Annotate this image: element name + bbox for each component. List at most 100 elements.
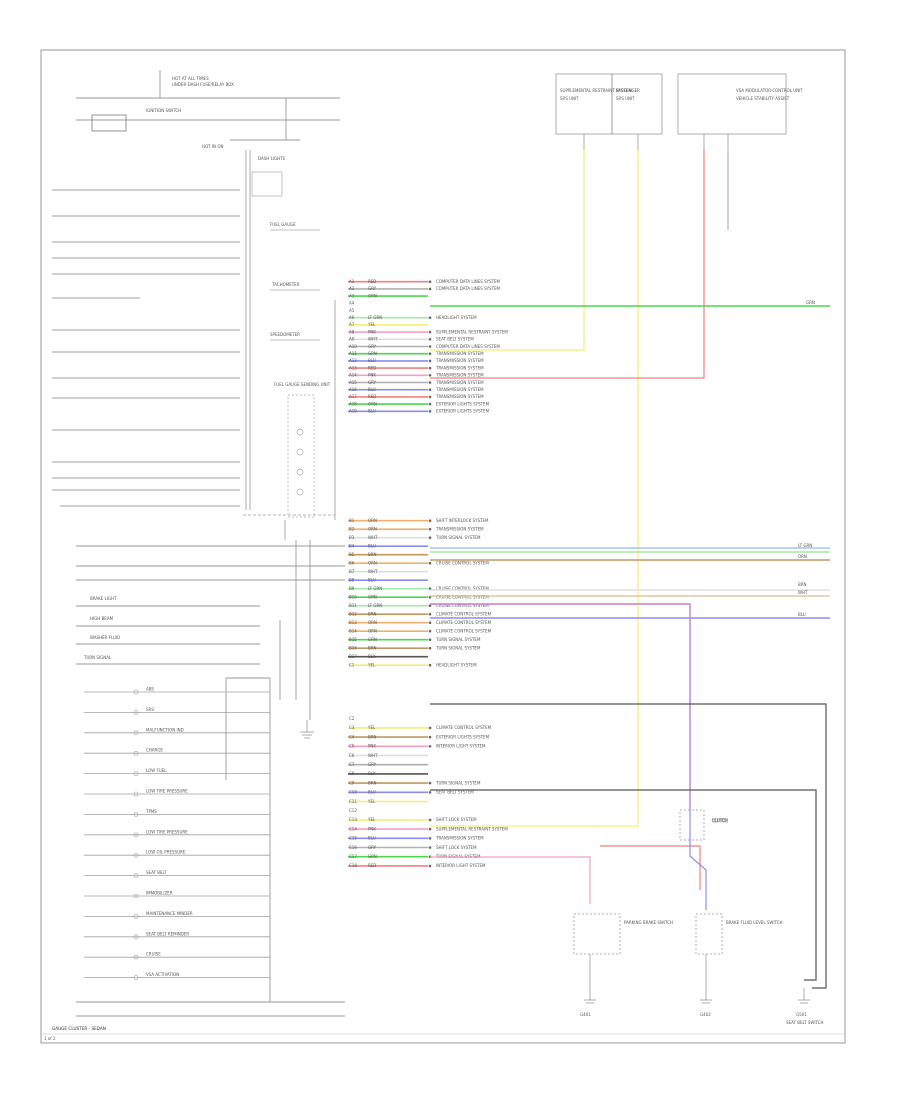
connector-pin: A14 — [349, 373, 357, 378]
connector-pin: A10 — [349, 344, 357, 349]
connector-pin: A17 — [349, 394, 357, 399]
connector-pin: A11 — [349, 351, 357, 356]
connector-color: PNK — [368, 826, 376, 831]
indicator-bulb-icon — [133, 689, 139, 695]
connector-dot — [428, 330, 432, 334]
connector-pin: B9 — [349, 586, 355, 591]
indicator-label: CRUISE — [146, 952, 161, 957]
connector-pin: C14 — [349, 826, 357, 831]
connector-color: ORN — [368, 629, 377, 634]
label-speedometer: SPEEDOMETER — [270, 332, 300, 337]
bottom-component-labels: PARKING BRAKE SWITCH BRAKE FLUID LEVEL S… — [580, 920, 824, 1025]
connector-color: BLU — [368, 358, 376, 363]
connector-color: PNK — [368, 744, 376, 749]
connector-dot — [428, 345, 432, 348]
connector-pin: A6 — [349, 315, 355, 320]
connector-color: BLK — [368, 771, 376, 776]
connector-color: GRY — [368, 762, 377, 767]
indicator-bulb-icon — [133, 954, 139, 960]
connector-system: TRANSMISSION SYSTEM — [435, 380, 484, 385]
connector-pin: A9 — [349, 337, 355, 342]
right-edge-labels: GRN LT GRN ORN BRN WHT BLU — [798, 300, 815, 617]
label-fuel-sending-unit: FUEL GAUGE SENDING UNIT — [274, 382, 331, 387]
connector-color: BRN — [368, 552, 377, 557]
connector-system: EXTERIOR LIGHTS SYSTEM — [436, 401, 490, 406]
connector-color: BLU — [368, 578, 376, 583]
connector-pin: A5 — [349, 308, 355, 313]
connector-color: BLK — [368, 654, 376, 659]
wire-pnk — [430, 856, 591, 904]
connector-color: BRN — [368, 646, 377, 651]
indicator-bulb-icon — [133, 730, 139, 736]
connector-pin: B3 — [349, 535, 355, 540]
connector-pin: A13 — [349, 365, 357, 370]
connector-system: CLIMATE CONTROL SYSTEM — [436, 629, 492, 634]
wire-blk-1 — [430, 703, 827, 989]
connector-color: RED — [368, 279, 376, 284]
connector-color: BLU — [368, 544, 376, 549]
connector-color: RED — [368, 863, 376, 868]
connector-color: BRN — [368, 734, 377, 739]
indicator-label: LOW FUEL — [146, 768, 167, 773]
connector-color: YEL — [367, 817, 376, 822]
connector-system: COMPUTER DATA LINES SYSTEM — [436, 279, 501, 284]
connector-system: CRUISE CONTROL SYSTEM — [436, 595, 489, 600]
connector-system: EXTERIOR LIGHTS SYSTEM — [436, 734, 490, 739]
connector-color: BRN — [368, 780, 377, 785]
connector-pin: C10 — [349, 790, 357, 795]
connector-pin: B4 — [349, 544, 355, 549]
connector-dot — [428, 352, 432, 356]
connector-pin: C12 — [349, 808, 357, 813]
connector-system: CLIMATE CONTROL SYSTEM — [436, 612, 492, 617]
connector-system: INTERIOR LIGHT SYSTEM — [436, 863, 486, 868]
connector-color: BRN — [368, 612, 377, 617]
connector-pin: A3 — [349, 293, 355, 298]
connector-pin: B14 — [349, 629, 357, 634]
connector-dot — [428, 864, 432, 868]
top-component-boxes — [555, 73, 787, 150]
indicator-label: TPMS — [145, 809, 157, 814]
connector-dot — [428, 388, 432, 392]
connector-pin: B7 — [349, 569, 355, 574]
connector-color: GRY — [368, 380, 377, 385]
connector-dot — [428, 735, 432, 739]
connector-color: YEL — [367, 799, 376, 804]
connector-color: WHT — [368, 753, 378, 758]
connector-system: COMPUTER DATA LINES SYSTEM — [436, 286, 501, 291]
connector-pin: B10 — [349, 595, 357, 600]
connector-dot — [428, 604, 432, 607]
connector-color: LT GRN — [368, 315, 382, 320]
right-label-blu: BLU — [798, 612, 806, 617]
label-tachometer: TACHOMETER — [271, 282, 300, 287]
indicator-label: SEAT BELT — [146, 870, 167, 875]
connector-dot — [428, 612, 432, 616]
connector-system: SEAT BELT SYSTEM — [436, 790, 474, 795]
cluster-spine — [243, 150, 336, 540]
connector-system: SUPPLEMENTAL RESTRAINT SYSTEM — [436, 826, 508, 831]
connector-pin: A18 — [349, 401, 357, 406]
connector-pin: C15 — [349, 836, 357, 841]
connector-pin: B5 — [349, 552, 355, 557]
connector-dot — [428, 366, 432, 370]
left-signal-lines-upper — [52, 189, 240, 507]
wire-pur — [430, 603, 691, 810]
connector-pin: C7 — [349, 762, 355, 767]
connector-dot — [428, 663, 432, 667]
top-comp-label-3: VEHICLE STABILITY ASSIST — [736, 96, 790, 101]
bottom-comp-name-3: SEAT BELT SWITCH — [786, 1020, 824, 1025]
indicator-label: MALFUNCTION IND — [146, 727, 184, 732]
top-comp-name-3: VSA MODULATOR-CONTROL UNIT — [736, 88, 803, 93]
connector-dot — [428, 359, 432, 363]
indicator-bulb-icon — [133, 934, 139, 940]
connector-pin: B1 — [349, 518, 355, 523]
bottom-comp-name-1: PARKING BRAKE SWITCH — [624, 920, 673, 925]
connector-color: PNK — [368, 373, 376, 378]
connector-color: RED — [368, 394, 376, 399]
bottom-component-boxes — [573, 913, 810, 1004]
connector-system: TURN SIGNAL SYSTEM — [435, 535, 481, 540]
label-high-beam: HIGH BEAM — [90, 616, 114, 621]
indicator-bulb-icon — [133, 873, 139, 878]
connector-color: ORN — [368, 561, 377, 566]
